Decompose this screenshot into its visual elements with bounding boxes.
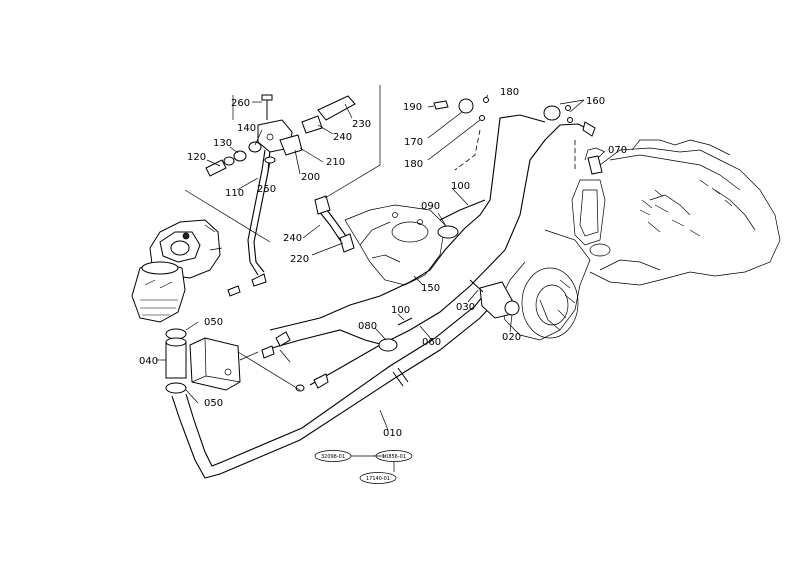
label-100-top: 100 xyxy=(451,181,470,192)
label-110: 110 xyxy=(225,188,244,199)
label-200: 200 xyxy=(301,172,320,183)
filter-block xyxy=(189,337,259,391)
reference-ovals: 32098-01 10856-01 17140-01 xyxy=(314,450,413,484)
label-130: 130 xyxy=(213,138,232,149)
label-080: 080 xyxy=(358,321,377,332)
pipes xyxy=(171,114,591,479)
label-150: 150 xyxy=(421,283,440,294)
reference-oval-3 xyxy=(359,472,397,484)
leader-lines xyxy=(156,94,605,472)
label-100-bottom: 100 xyxy=(391,305,410,316)
label-090: 090 xyxy=(421,201,440,212)
reference-3: 17140-01 xyxy=(366,476,390,482)
label-190: 190 xyxy=(403,102,422,113)
assembly-outlines xyxy=(184,85,481,391)
label-240-mid: 240 xyxy=(283,233,302,244)
label-230: 230 xyxy=(352,119,371,130)
label-010: 010 xyxy=(383,428,402,439)
label-180-bottom: 180 xyxy=(404,159,423,170)
label-030: 030 xyxy=(456,302,475,313)
clamps-050 xyxy=(165,328,187,394)
label-050-top: 050 xyxy=(204,317,223,328)
label-160: 160 xyxy=(586,96,605,107)
label-120: 120 xyxy=(187,152,206,163)
engine-block xyxy=(499,139,781,341)
label-240-top: 240 xyxy=(333,132,352,143)
label-170: 170 xyxy=(404,137,423,148)
label-250: 250 xyxy=(257,184,276,195)
part-labels: 260 140 130 120 110 250 200 210 240 230 … xyxy=(139,87,627,439)
label-140: 140 xyxy=(237,123,256,134)
label-050-bottom: 050 xyxy=(204,398,223,409)
reference-2: 10856-01 xyxy=(382,454,406,460)
frame-housing xyxy=(344,204,446,286)
label-070: 070 xyxy=(608,145,627,156)
label-210: 210 xyxy=(326,157,345,168)
reference-1: 32098-01 xyxy=(321,454,345,460)
steering-unit xyxy=(131,219,223,323)
label-060: 060 xyxy=(422,337,441,348)
label-040: 040 xyxy=(139,356,158,367)
label-180-top: 180 xyxy=(500,87,519,98)
label-020: 020 xyxy=(502,332,521,343)
label-220: 220 xyxy=(290,254,309,265)
fittings xyxy=(205,94,603,392)
label-260: 260 xyxy=(231,98,250,109)
